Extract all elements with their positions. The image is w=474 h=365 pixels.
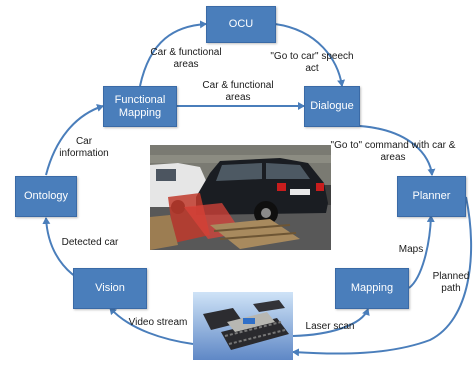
node-dialogue: Dialogue [304,86,360,127]
edge-ocu-to-dialogue [274,23,346,87]
label-fm-to-dialogue: Car & functional areas [202,80,274,103]
car-scene-photo [150,145,331,250]
label-vision-to-ontology: Detected car [61,237,119,248]
label-planner-to-robot: Planned path [432,271,470,294]
label-ontology-to-fm: Car information [59,136,109,159]
node-ocu: OCU [206,6,276,43]
node-mapping: Mapping [335,268,409,309]
edge-mapping-to-planner [408,215,435,289]
node-planner: Planner [397,176,466,217]
node-functional-mapping: Functional Mapping [103,86,177,127]
node-vision: Vision [73,268,147,309]
edge-ontology-to-fm [45,104,104,176]
label-mapping-to-planner: Maps [398,244,424,255]
edge-robot-to-mapping [292,308,370,337]
label-fm-to-ocu: Car & functional areas [150,47,222,70]
edge-dialogue-to-planner [359,125,436,176]
label-robot-to-vision: Video stream [128,317,188,328]
robot-graphic [193,292,293,360]
label-ocu-to-dialogue: "Go to car" speech act [270,51,354,74]
edge-planner-to-robot [292,196,473,357]
car-scene-graphic [150,145,331,250]
tracked-robot-render [193,292,293,360]
edge-fm-to-ocu [139,20,207,87]
label-dialogue-to-planner: "Go to" command with car & areas [330,140,456,163]
node-ontology: Ontology [15,176,77,217]
edge-robot-to-vision [109,307,194,345]
label-robot-to-mapping: Laser scan [305,321,355,332]
